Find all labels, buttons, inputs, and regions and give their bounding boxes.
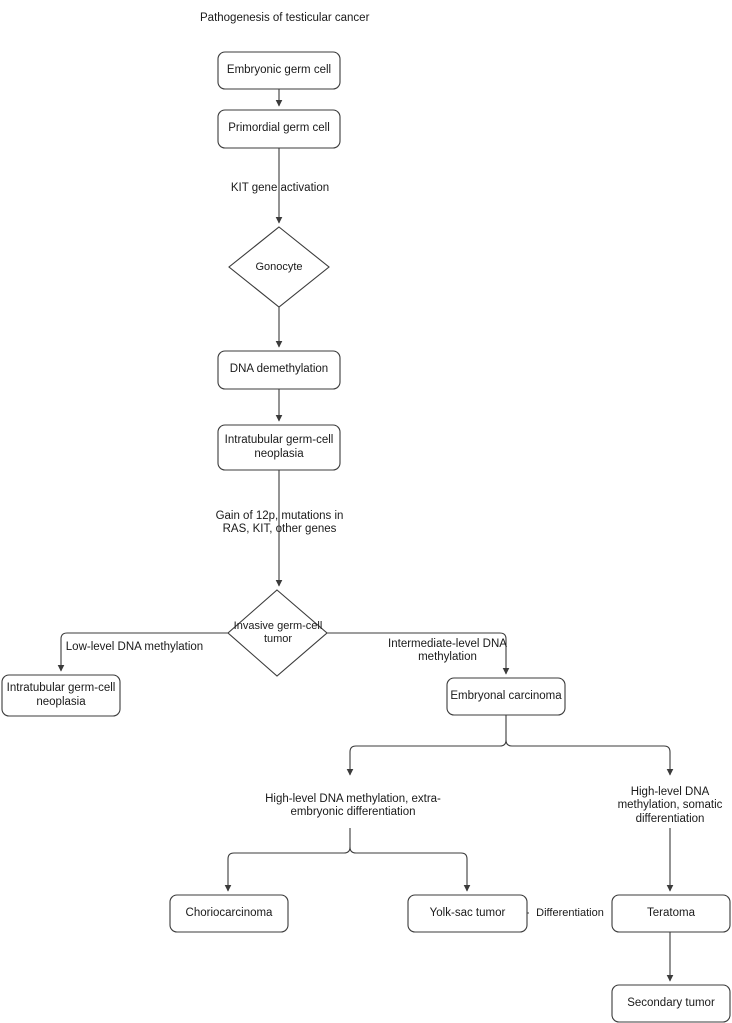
node-embryonic-germ-cell[interactable] (217, 51, 341, 90)
edge-label-high-level-somatic: High-level DNA methylation, somatic diff… (617, 785, 723, 825)
edge-label-differentiation: Differentiation (529, 906, 611, 922)
edge-invasive-to-itgcn2 (57, 632, 228, 672)
page-title: Pathogenesis of testicular cancer (200, 12, 370, 24)
node-dna-demethylation[interactable] (217, 350, 341, 390)
node-gonocyte[interactable] (228, 226, 330, 308)
node-embryonal-carcinoma[interactable] (446, 677, 566, 716)
edge-extraembryonic-stem (224, 828, 351, 892)
edge-label-kit-gene-activation: KIT gene activation (230, 182, 330, 195)
edge-label-intermediate-level-dna-methylation: Intermediate-level DNA methylation (388, 637, 507, 664)
edge-label-gain-of-12p: Gain of 12p, mutations in RAS, KIT, othe… (215, 509, 344, 536)
edge-label-high-level-extraembryonic: High-level DNA methylation, extra-embryo… (265, 792, 441, 819)
edge-label-low-level-dna-methylation: Low-level DNA methylation (65, 641, 204, 654)
node-intratubular-germ-cell-neoplasia-1[interactable] (217, 424, 341, 471)
node-choriocarcinoma[interactable] (169, 894, 289, 933)
edge-embryonal-carcinoma-stem (346, 715, 507, 776)
node-teratoma[interactable] (611, 894, 731, 933)
node-secondary-tumor[interactable] (611, 984, 731, 1023)
edge-embryonal-carcinoma-stem-right (505, 739, 674, 776)
node-intratubular-germ-cell-neoplasia-2[interactable] (1, 674, 121, 717)
node-yolk-sac-tumor[interactable] (407, 894, 528, 933)
node-primordial-germ-cell[interactable] (217, 109, 341, 149)
node-invasive-germ-cell-tumor[interactable] (227, 589, 328, 677)
edge-extraembryonic-to-yolksac (349, 846, 471, 892)
edge-invasive-to-embryonal-carcinoma (327, 632, 510, 675)
